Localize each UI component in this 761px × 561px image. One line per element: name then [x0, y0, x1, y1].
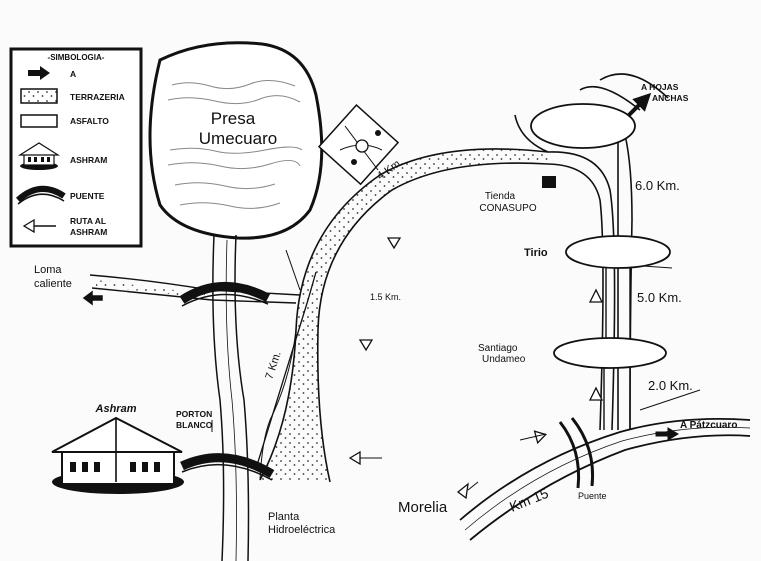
dam-lake: Presa Umecuaro — [148, 41, 324, 240]
legend-asphalt-symbol — [20, 114, 58, 128]
km-5-label: 5.0 Km. — [637, 290, 682, 305]
arrow-loma — [82, 290, 103, 306]
legend-label-asphalt: ASFALTO — [70, 116, 109, 126]
porton-label-line2: BLANCO — [176, 420, 213, 430]
santiago-label-line1: Santiago — [478, 343, 518, 354]
km-2-label: 2.0 Km. — [648, 378, 693, 393]
planta-label-line2: Hidroeléctrica — [268, 524, 336, 536]
path-7km — [257, 271, 317, 463]
compass-symbol — [317, 104, 400, 186]
loma-label-line1: Loma — [34, 264, 62, 276]
tienda-label-line1: Tienda — [485, 191, 516, 202]
legend-bridge-symbol — [15, 186, 66, 205]
legend-title: -SIMBOLOGIA- — [48, 53, 105, 62]
legend-route-symbol — [22, 218, 56, 234]
km-15-label: Km 15 — [507, 485, 551, 515]
dam-label-line2: Umecuaro — [199, 129, 277, 148]
bridge-loma — [179, 282, 271, 307]
tirio-label: Tirio — [524, 247, 548, 259]
ashram-building — [51, 416, 184, 494]
legend-label-bridge: PUENTE — [70, 191, 105, 201]
arrow-patzcuaro — [655, 427, 679, 441]
legend-label-arrow: A — [70, 69, 76, 79]
store-marker — [542, 176, 556, 188]
km-6-label: 6.0 Km. — [635, 178, 680, 193]
arrow-hojas-anchas — [626, 92, 652, 118]
planta-label-line1: Planta — [268, 511, 300, 523]
dirt-road — [259, 148, 549, 483]
santiago-town — [553, 337, 667, 369]
legend-label-route-line2: ASHRAM — [70, 227, 107, 237]
legend-arrow-symbol — [28, 66, 50, 80]
hojas-anchas-town — [530, 103, 636, 149]
km-7-label: 7 Km. — [263, 350, 283, 381]
legend-label-dirt: TERRAZERIA — [70, 92, 125, 102]
porton-label-line1: PORTON — [176, 409, 212, 419]
dam-label-line1: Presa — [211, 109, 256, 128]
loma-label-line2: caliente — [34, 278, 72, 290]
tienda-label-line2: CONASUPO — [479, 203, 536, 214]
santiago-label-line2: Undameo — [482, 354, 526, 365]
hojas-label-line2: ANCHAS — [652, 93, 689, 103]
asphalt-road-main — [459, 417, 751, 541]
legend-label-ashram: ASHRAM — [70, 155, 107, 165]
route-arrows — [348, 237, 604, 500]
morelia-label: Morelia — [398, 499, 448, 516]
legend-dirt-symbol — [20, 88, 58, 104]
bridge-porton — [180, 453, 275, 481]
legend-ashram-symbol — [17, 142, 61, 170]
hojas-label-line1: A HOJAS — [641, 82, 679, 92]
bridge-km15 — [558, 417, 595, 489]
tirio-town — [565, 235, 671, 269]
patzcuaro-label: A Pátzcuaro — [680, 420, 737, 431]
ashram-label: Ashram — [95, 403, 137, 415]
legend-label-route-line1: RUTA AL — [70, 216, 106, 226]
legend: -SIMBOLOGIA- A TERRAZERIA ASFALTO ASHRAM — [9, 47, 143, 248]
km-1-5-label: 1.5 Km. — [370, 292, 401, 302]
puente-label: Puente — [578, 491, 607, 501]
